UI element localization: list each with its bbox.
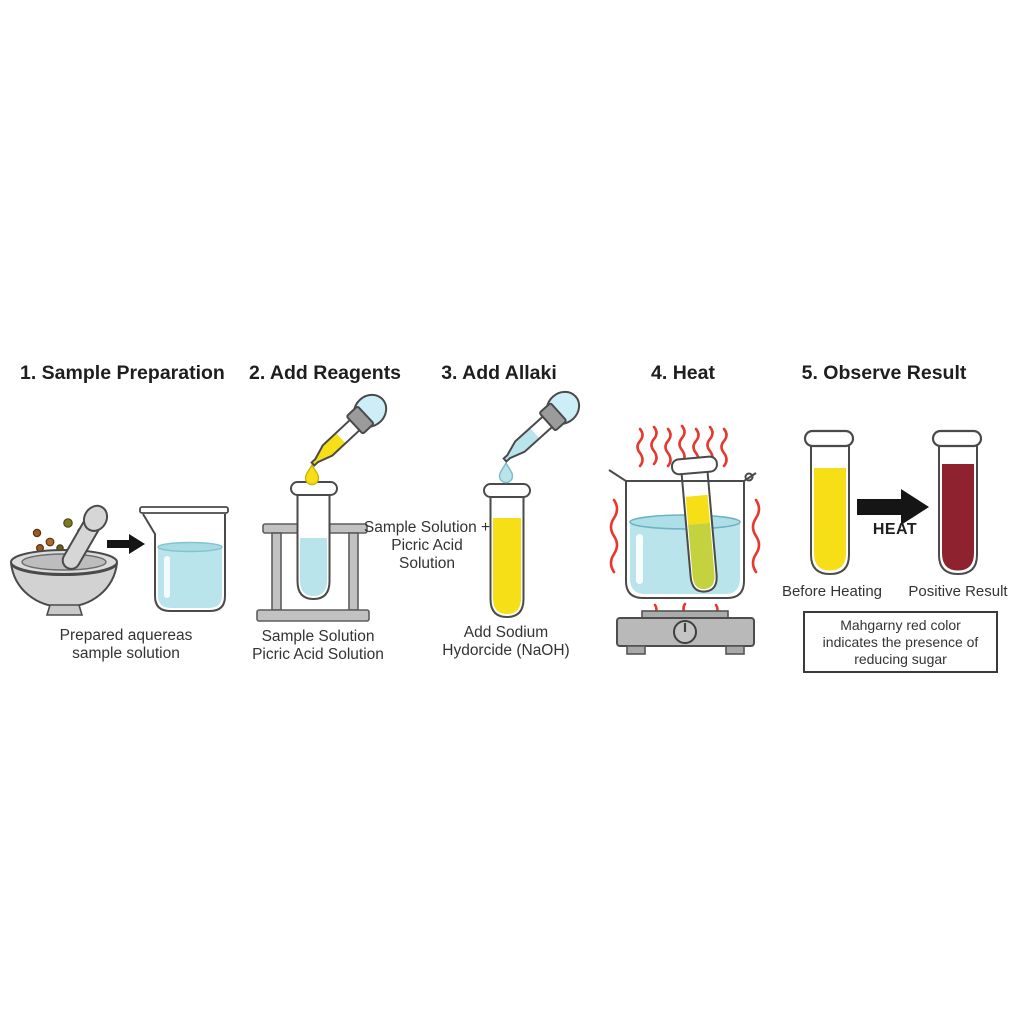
before-heating-label: Before Heating xyxy=(781,583,883,600)
step2-caption: Sample Solution Picric Acid Solution xyxy=(252,628,384,663)
test-tube-in-bath-icon xyxy=(670,455,718,593)
falling-drop-blue-icon xyxy=(498,461,514,484)
water-bath-beaker-icon xyxy=(629,514,741,594)
step2-title: 2. Add Reagents xyxy=(248,362,402,384)
heat-arrow-label: HEAT xyxy=(872,521,918,538)
step5-title: 5. Observe Result xyxy=(801,362,967,384)
dropper-yellow-icon xyxy=(310,393,388,467)
heat-arrow-icon xyxy=(857,489,929,525)
hot-plate-icon xyxy=(616,610,755,655)
step4-title: 4. Heat xyxy=(651,362,715,384)
test-tube-yellow-icon xyxy=(483,483,531,619)
water-bath-heating xyxy=(600,420,770,660)
step3-title: 3. Add Allaki xyxy=(441,362,557,384)
result-note-box: Mahgarny red color indicates the presenc… xyxy=(803,611,998,673)
falling-drop-yellow-icon xyxy=(304,463,320,486)
test-tube-before-icon xyxy=(803,429,855,576)
result-note-text: Mahgarny red color indicates the presenc… xyxy=(822,616,979,667)
step1-caption: Prepared aquereas sample solution xyxy=(59,627,193,662)
positive-result-label: Positive Result xyxy=(908,583,1008,600)
pestle-icon xyxy=(61,504,109,570)
dropper-blue-icon xyxy=(502,390,581,463)
test-tube-icon xyxy=(290,481,338,601)
step1-title: 1. Sample Preparation xyxy=(20,362,225,384)
arrow-right-icon xyxy=(107,534,145,554)
step3-caption: Add Sodium Hydorcide (NaOH) xyxy=(442,624,570,659)
heat-waves-icon xyxy=(609,424,761,574)
test-tube-positive-icon xyxy=(931,429,983,576)
result-tubes xyxy=(795,428,1015,578)
step3-tube-label: Sample Solution + Picric Acid Solution xyxy=(363,519,491,572)
beaker-icon xyxy=(138,500,232,616)
step2-apparatus xyxy=(250,392,390,624)
mortar-pestle-icon xyxy=(8,482,128,620)
step3-apparatus xyxy=(460,390,590,622)
